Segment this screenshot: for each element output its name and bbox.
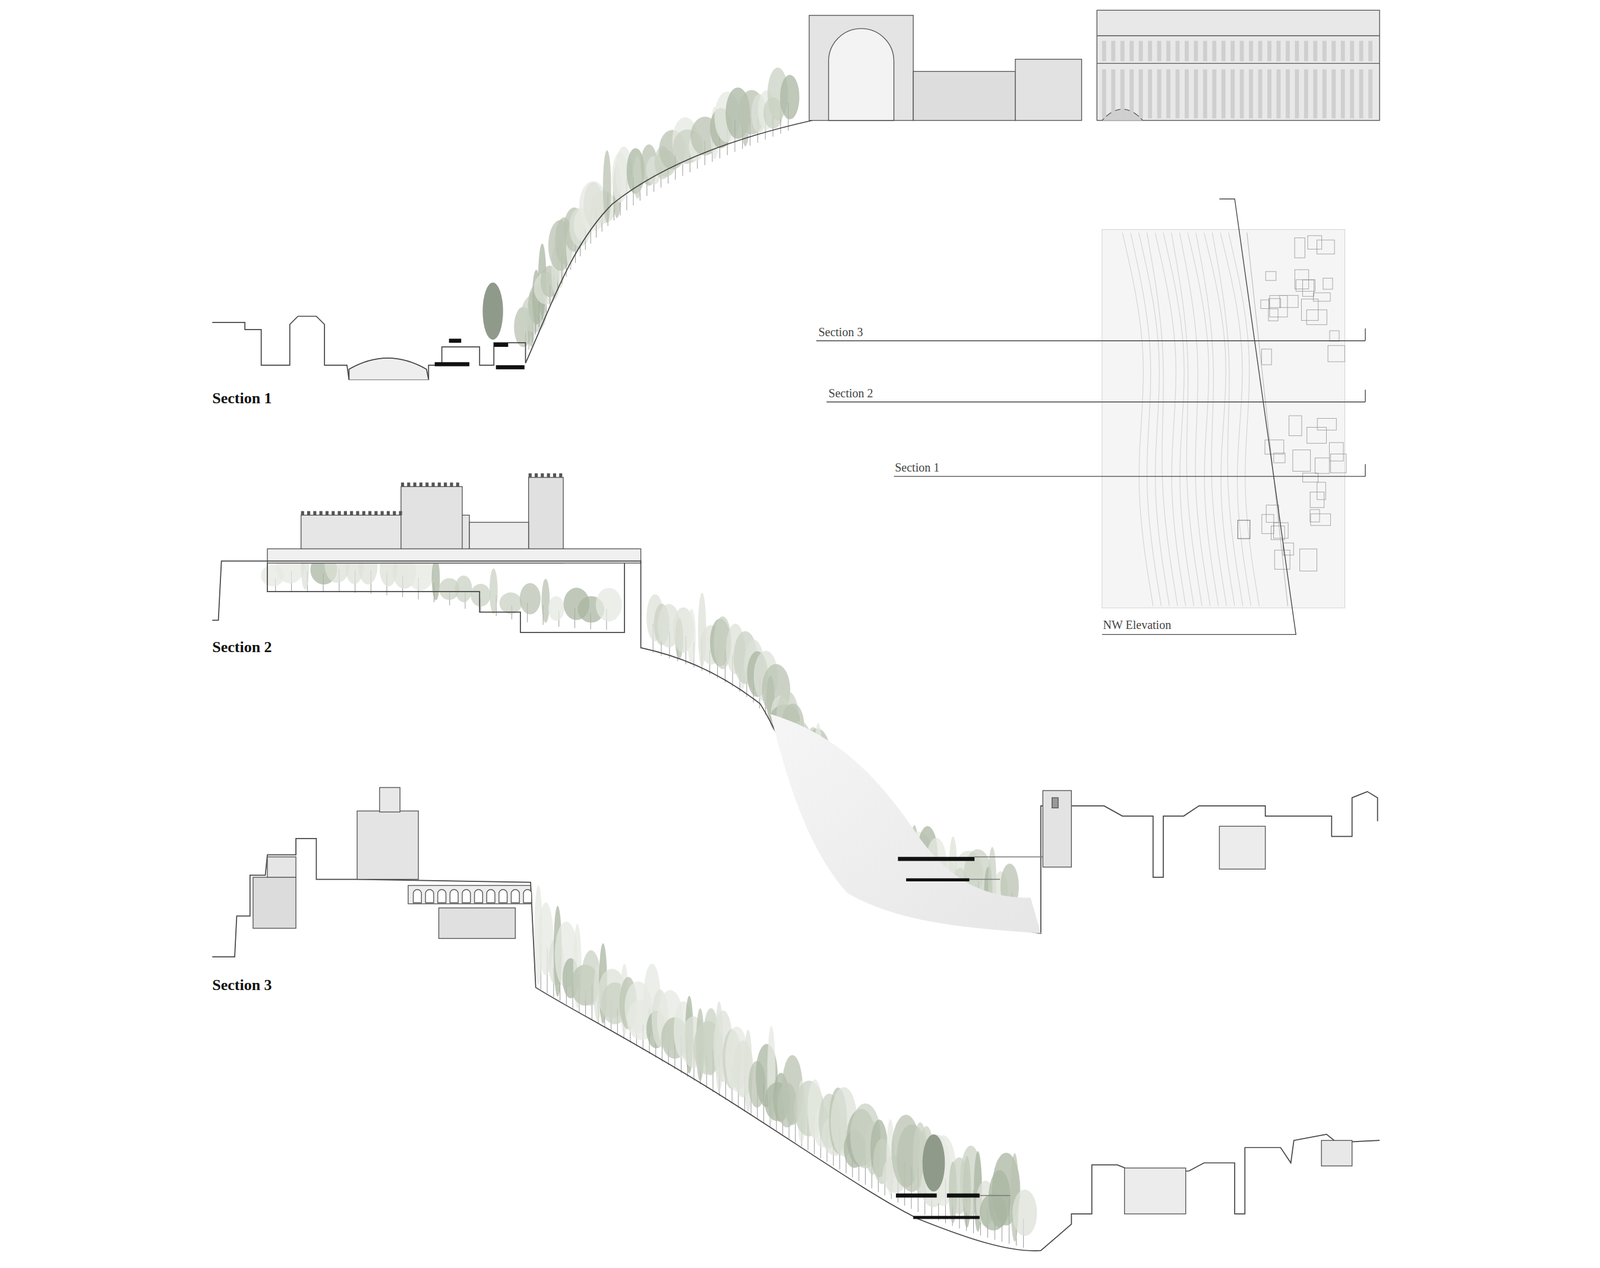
church-tower (1042, 790, 1265, 870)
section-1-profile (212, 120, 813, 380)
proposal-slabs (897, 857, 1043, 882)
palace-section (809, 10, 1380, 121)
proposal-slabs (434, 338, 525, 370)
proposal-slabs (895, 1194, 1011, 1220)
section-key: Section 3 (818, 325, 863, 340)
section-title: Section 3 (212, 976, 272, 995)
section-title: Section 2 (212, 638, 272, 657)
alcazaba (267, 477, 642, 564)
section-key: NW Elevation (1103, 618, 1172, 633)
site-plan (816, 199, 1366, 635)
section-title: Section 1 (212, 389, 272, 408)
section-2-profile (212, 561, 1378, 934)
section-3-profile (212, 838, 1380, 1252)
section-key: Section 2 (828, 386, 874, 401)
section-key: Section 1 (894, 461, 940, 475)
torre-de-la-vela (253, 787, 1353, 1215)
trees (260, 67, 1037, 1249)
